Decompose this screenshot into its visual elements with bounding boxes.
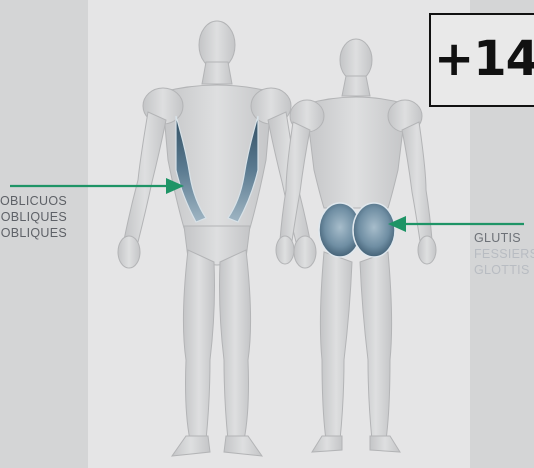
left-callout-arrow xyxy=(10,178,184,194)
back-right-leg xyxy=(360,252,392,440)
front-left-hand xyxy=(118,236,140,268)
front-right-leg xyxy=(220,250,251,440)
obliques-label-en: OBLIQUES xyxy=(0,225,67,241)
back-left-foot xyxy=(312,436,342,452)
back-right-foot xyxy=(370,436,400,452)
age-rating-badge: +14 xyxy=(429,13,534,107)
back-left-leg xyxy=(320,252,352,440)
back-head xyxy=(340,39,372,81)
front-left-foot xyxy=(172,436,210,456)
obliques-label-fr: OBLIQUES xyxy=(0,209,67,225)
obliques-label-group: OBLICUOS OBLIQUES OBLIQUES xyxy=(0,193,67,241)
glutes-label-2: FESSIERS xyxy=(474,246,534,262)
age-rating-text: +14 xyxy=(434,31,534,87)
front-neck xyxy=(202,62,232,84)
glute-highlight xyxy=(319,203,395,257)
glutes-label-1: GLUTIS xyxy=(474,230,534,246)
glutes-label-group: GLUTIS FESSIERS GLOTTIS xyxy=(474,230,534,278)
obliques-label-es: OBLICUOS xyxy=(0,193,67,209)
front-right-foot xyxy=(224,436,262,456)
front-left-arm xyxy=(124,112,166,242)
front-right-hand xyxy=(294,236,316,268)
back-left-hand xyxy=(276,236,294,264)
glutes-label-3: GLOTTIS xyxy=(474,262,534,278)
back-right-hand xyxy=(418,236,436,264)
back-neck xyxy=(342,76,370,96)
front-left-leg xyxy=(183,250,214,440)
